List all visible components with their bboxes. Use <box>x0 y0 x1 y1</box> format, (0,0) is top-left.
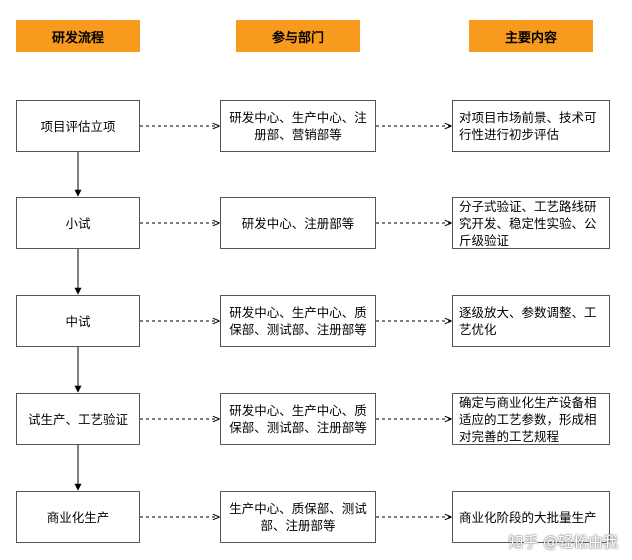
stage-box-3: 中试 <box>16 295 140 347</box>
dept-box-4: 研发中心、生产中心、质保部、测试部、注册部等 <box>220 393 376 445</box>
stage-box-5: 商业化生产 <box>16 491 140 543</box>
content-box-5: 商业化阶段的大批量生产 <box>452 491 610 543</box>
header-dept: 参与部门 <box>236 20 360 52</box>
dept-box-3: 研发中心、生产中心、质保部、测试部、注册部等 <box>220 295 376 347</box>
dept-box-1: 研发中心、生产中心、注册部、营销部等 <box>220 100 376 152</box>
stage-box-2: 小试 <box>16 197 140 249</box>
content-box-2: 分子式验证、工艺路线研究开发、稳定性实验、公斤级验证 <box>452 197 610 249</box>
content-box-4: 确定与商业化生产设备相适应的工艺参数，形成相对完善的工艺规程 <box>452 393 610 445</box>
stage-box-4: 试生产、工艺验证 <box>16 393 140 445</box>
dept-box-5: 生产中心、质保部、测试部、注册部等 <box>220 491 376 543</box>
header-content: 主要内容 <box>469 20 593 52</box>
stage-box-1: 项目评估立项 <box>16 100 140 152</box>
dept-box-2: 研发中心、注册部等 <box>220 197 376 249</box>
content-box-3: 逐级放大、参数调整、工艺优化 <box>452 295 610 347</box>
watermark: 知乎 @轻松由我 <box>508 533 618 551</box>
content-box-1: 对项目市场前景、技术可行性进行初步评估 <box>452 100 610 152</box>
header-stage: 研发流程 <box>16 20 140 52</box>
